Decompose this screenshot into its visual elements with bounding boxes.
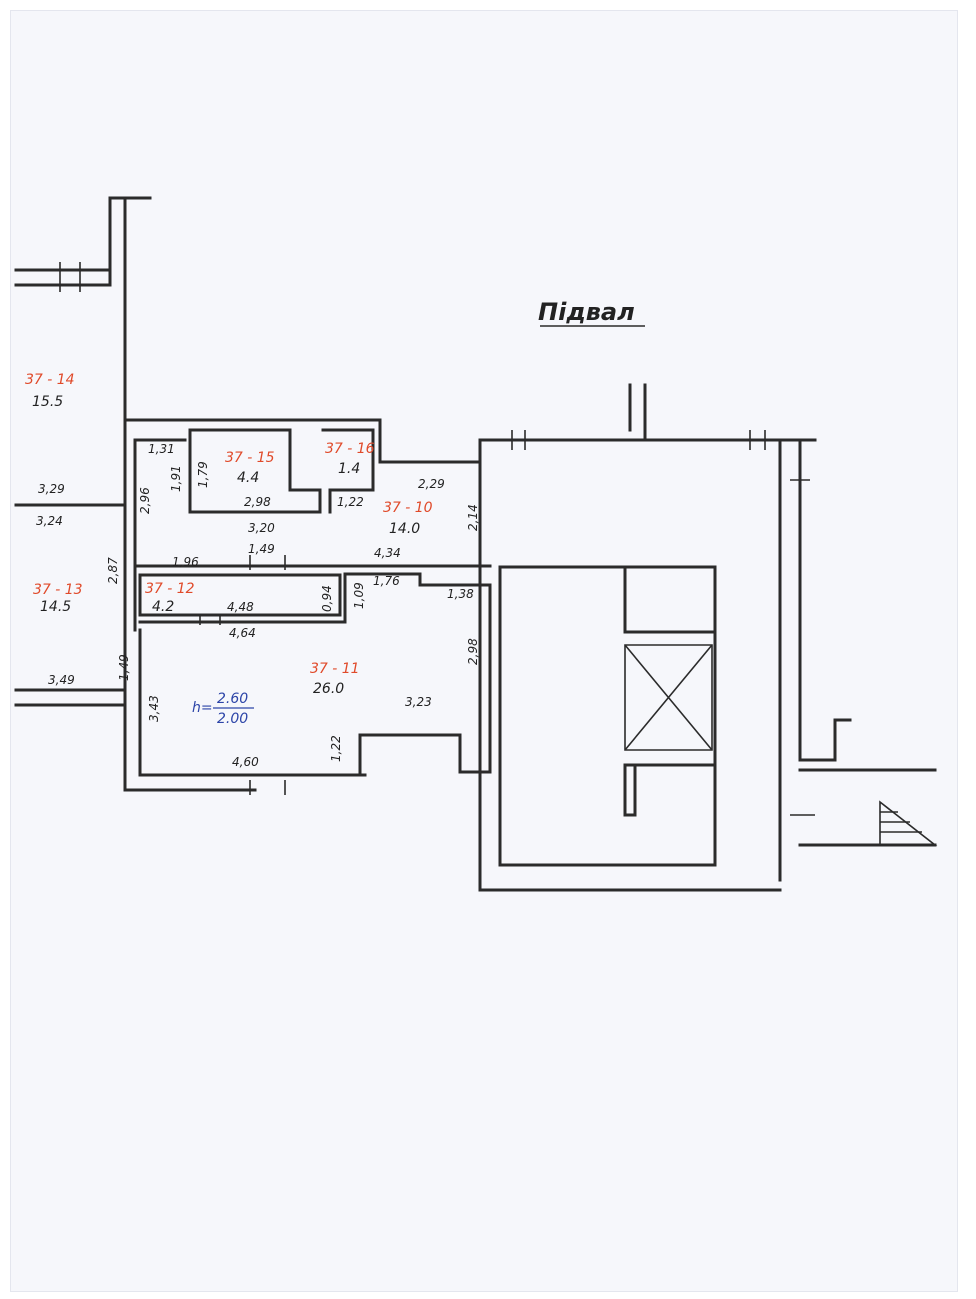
dim-2-96: 2,96 [138, 487, 152, 514]
entry-stair [879, 800, 938, 846]
height-top: 2.60 [217, 691, 248, 707]
room-area-14: 15.5 [32, 394, 63, 410]
wall-room-16 [321, 428, 375, 514]
height-bottom: 2.00 [217, 711, 248, 727]
height-note: h= 2.60 2.00 [192, 691, 254, 727]
wall-bottom-right [478, 438, 937, 892]
dim-1-09: 1,09 [352, 582, 366, 609]
dim-2-98-b: 2,98 [466, 638, 480, 665]
floor-plan: Підвал 37 - 14 15.5 37 - 13 14.5 37 - 15… [14, 196, 938, 892]
wall-lift-upper [623, 565, 717, 634]
wall-room-15 [188, 428, 322, 514]
dim-2-14: 2,14 [466, 504, 480, 531]
dim-0-94: 0,94 [320, 585, 334, 612]
dim-1-49-b: 1,49 [117, 654, 131, 681]
wall-lift-lower [623, 763, 717, 817]
wall-room-11 [138, 572, 492, 777]
wall-top-right [503, 383, 852, 882]
wall-room-12 [138, 573, 347, 624]
plan-sheet: Підвал 37 - 14 15.5 37 - 13 14.5 37 - 15… [10, 10, 958, 1292]
dim-2-98-a: 2,98 [244, 495, 271, 509]
room-code-10: 37 - 10 [383, 500, 433, 516]
room-area-12: 4.2 [152, 599, 174, 615]
room-labels: 37 - 14 15.5 37 - 13 14.5 37 - 15 4.4 37… [25, 372, 433, 697]
room-area-13: 14.5 [40, 599, 71, 615]
dim-3-23: 3,23 [405, 695, 432, 709]
room-code-12: 37 - 12 [145, 581, 195, 597]
lift-cross [624, 644, 713, 751]
wall-left-strip [14, 503, 127, 707]
plan-title: Підвал [538, 298, 635, 326]
dim-4-64: 4,64 [229, 626, 256, 640]
dimension-labels: 1,31 1,91 1,79 2,96 2,98 3,20 1,22 2,29 … [36, 442, 480, 769]
room-area-10: 14.0 [389, 521, 420, 537]
openings [59, 262, 815, 816]
dim-1-96: 1,96 [172, 555, 199, 569]
room-code-11: 37 - 11 [310, 661, 360, 677]
room-area-11: 26.0 [313, 681, 344, 697]
room-code-15: 37 - 15 [225, 450, 275, 466]
dim-1-22-b: 1,22 [329, 735, 343, 762]
dim-3-49: 3,49 [48, 673, 75, 687]
walls [14, 196, 937, 892]
room-code-14: 37 - 14 [25, 372, 75, 388]
dim-1-31: 1,31 [148, 442, 175, 456]
dim-1-38: 1,38 [447, 587, 474, 601]
dim-4-60: 4,60 [232, 755, 259, 769]
height-prefix: h= [192, 700, 213, 716]
wall-corridor [133, 438, 492, 632]
dim-1-91: 1,91 [169, 465, 183, 492]
dim-4-48: 4,48 [227, 600, 254, 614]
dim-3-43: 3,43 [147, 695, 161, 722]
dim-2-87: 2,87 [106, 557, 120, 584]
dim-1-49-a: 1,49 [248, 542, 275, 556]
dim-3-29: 3,29 [38, 482, 65, 496]
room-area-16: 1.4 [338, 461, 360, 477]
dim-2-29: 2,29 [418, 477, 445, 491]
wall-outer-left [14, 196, 257, 792]
room-code-13: 37 - 13 [33, 582, 83, 598]
room-code-16: 37 - 16 [325, 441, 375, 457]
dim-3-24: 3,24 [36, 514, 63, 528]
dim-1-22-a: 1,22 [337, 495, 364, 509]
wall-top-left [108, 196, 507, 464]
dim-4-34: 4,34 [374, 546, 401, 560]
dim-1-76: 1,76 [373, 574, 400, 588]
dim-1-79: 1,79 [196, 461, 210, 488]
dim-3-20: 3,20 [248, 521, 275, 535]
room-area-15: 4.4 [237, 470, 259, 486]
wall-stair-core [498, 565, 717, 867]
